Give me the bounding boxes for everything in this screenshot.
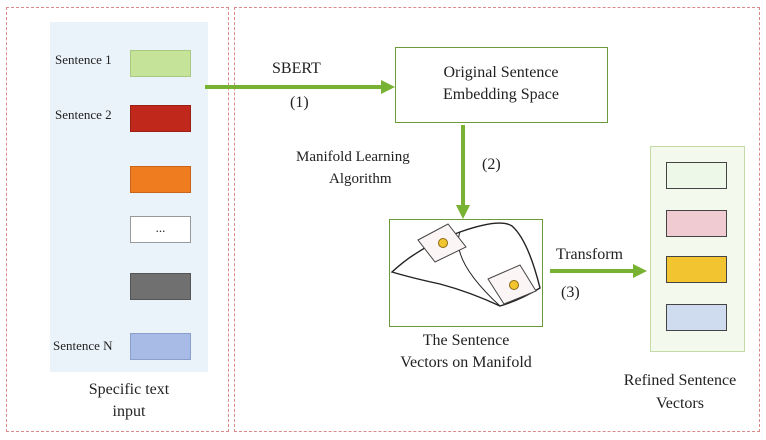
manifold-learning-label-line2: Algorithm xyxy=(329,171,392,187)
sentence-1-label: Sentence 1 xyxy=(55,52,112,67)
step-2-number: (2) xyxy=(482,156,501,173)
refined-vector-3 xyxy=(666,256,727,283)
manifold-arrow-head xyxy=(456,205,470,219)
point-2 xyxy=(509,280,519,290)
refined-vector-2 xyxy=(666,210,727,237)
sentence-2-vector xyxy=(130,105,191,132)
input-caption-line1: Specific text xyxy=(88,381,170,398)
refined-caption-line1: Refined Sentence xyxy=(623,372,737,389)
manifold-learning-label-line1: Manifold Learning xyxy=(296,149,410,165)
manifold-box xyxy=(389,219,543,327)
refined-vector-4 xyxy=(666,304,727,331)
original-embedding-box: Original Sentence Embedding Space xyxy=(395,47,608,123)
ellipsis-vector: ... xyxy=(130,216,191,243)
refined-vector-1 xyxy=(666,162,727,189)
sentence-n-vector xyxy=(130,333,191,360)
step-1-number: (1) xyxy=(290,94,309,111)
transform-label: Transform xyxy=(556,246,623,263)
sbert-arrow-head xyxy=(381,80,395,94)
sentence-3-vector xyxy=(130,166,191,193)
step-3-number: (3) xyxy=(561,284,580,301)
transform-arrow-head xyxy=(633,264,647,278)
manifold-caption-line2: Vectors on Manifold xyxy=(400,354,532,371)
sentence-5-vector xyxy=(130,273,191,300)
sentence-2-label: Sentence 2 xyxy=(55,107,112,122)
point-1 xyxy=(438,238,448,248)
ellipsis-text: ... xyxy=(155,220,166,235)
sentence-1-vector xyxy=(130,50,191,77)
input-frame xyxy=(6,7,229,432)
input-panel xyxy=(50,22,208,372)
refined-caption-line2: Vectors xyxy=(656,395,704,412)
sentence-n-label: Sentence N xyxy=(53,338,113,353)
original-embedding-line2: Embedding Space xyxy=(443,86,559,103)
manifold-caption-line1: The Sentence xyxy=(422,332,510,349)
sbert-label: SBERT xyxy=(272,60,321,77)
original-embedding-line1: Original Sentence xyxy=(443,64,559,81)
input-caption-line2: input xyxy=(112,403,146,420)
pipeline-frame xyxy=(234,7,760,432)
manifold-surface xyxy=(390,222,541,307)
